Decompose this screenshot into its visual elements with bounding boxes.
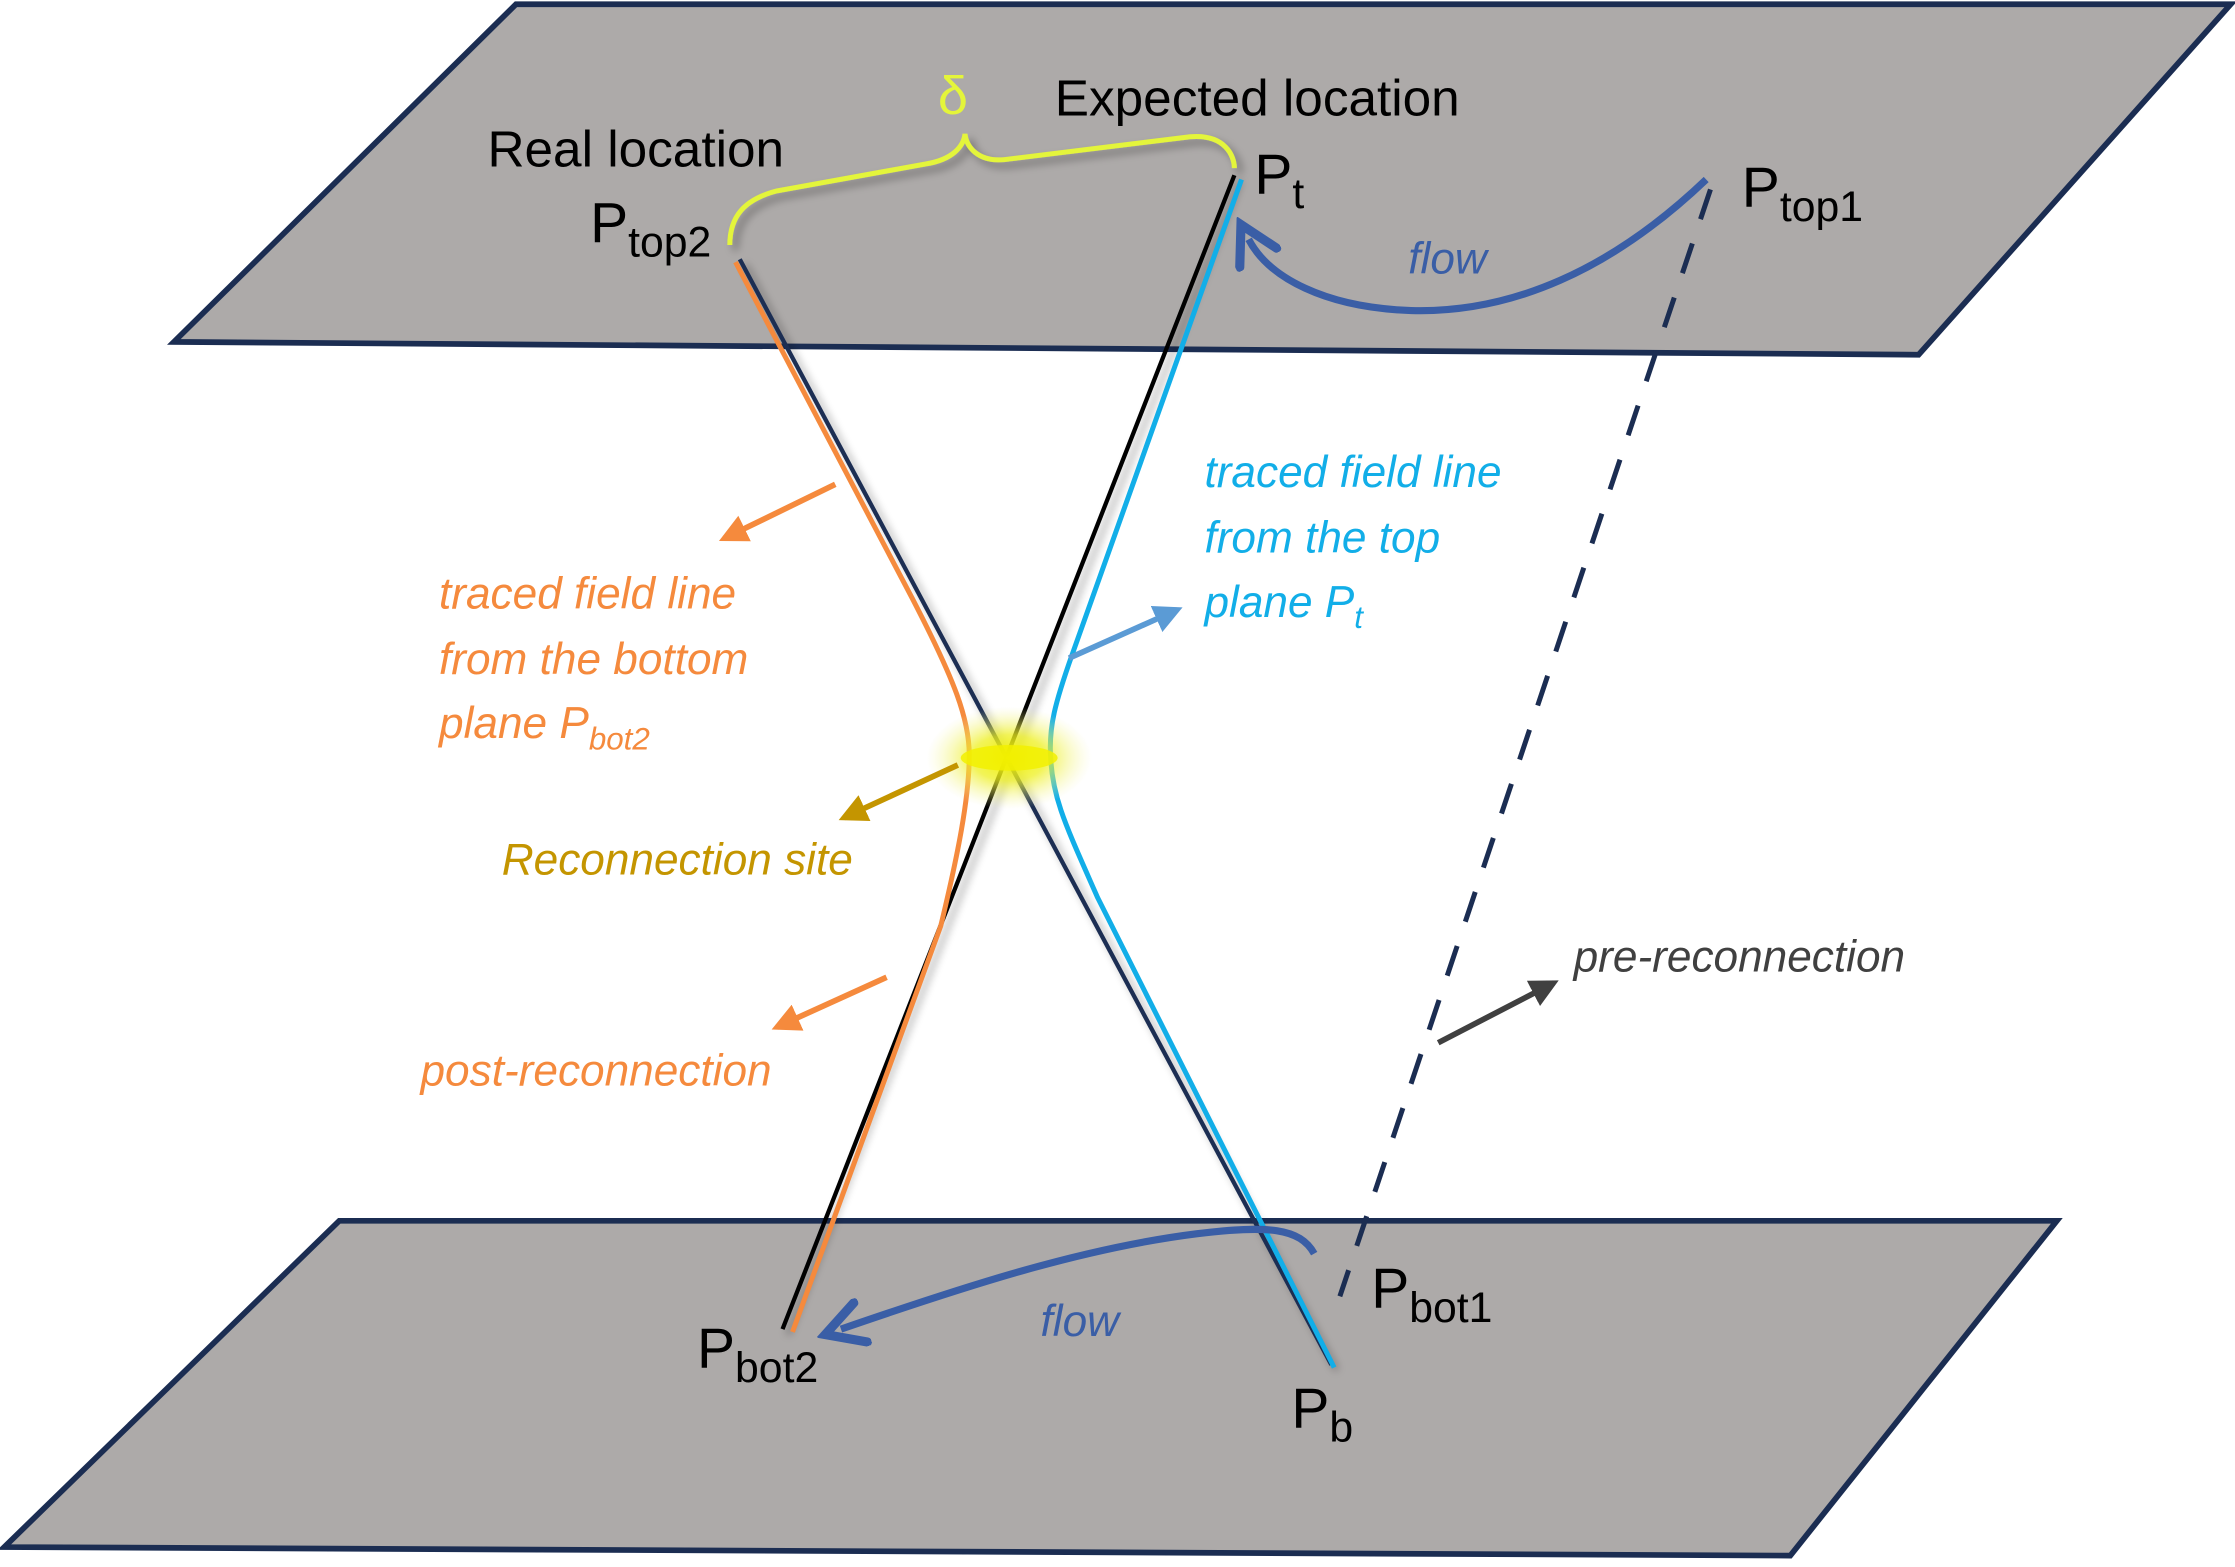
ptop1-label: Ptop1 — [1742, 156, 1863, 231]
reconnection-site-label: Reconnection site — [502, 836, 853, 885]
pb-label: Pb — [1291, 1376, 1353, 1451]
bottom-plane — [0, 1217, 2063, 1559]
reconnection-site-core — [960, 745, 1058, 771]
ptop2-label: Ptop2 — [590, 191, 711, 266]
flow-arrow-top — [1249, 176, 1709, 315]
delta-brace — [727, 133, 1237, 246]
pt-label: Pt — [1254, 143, 1304, 218]
flow-arrow-bottom — [841, 1225, 1318, 1329]
flow-label-bottom: flow — [1041, 1297, 1123, 1346]
real-location-label: Real location — [487, 121, 784, 178]
arrow-post-reconnection — [771, 974, 888, 1031]
field-line-top2-to-pb — [737, 258, 1334, 1366]
arrow-reconnection-site — [838, 762, 960, 822]
pbot1-label: Pbot1 — [1371, 1257, 1492, 1332]
pre-reconnection-label: pre-reconnection — [1572, 933, 1905, 982]
delta-label: δ — [938, 66, 968, 126]
arrow-pre-reconnection — [1436, 980, 1559, 1046]
traced-top-label: traced field line from the top plane Pt — [1202, 448, 1513, 635]
traced-field-line-top — [1047, 178, 1337, 1369]
arrow-traced-bottom — [718, 481, 837, 542]
traced-field-line-bottom — [733, 260, 972, 1333]
pre-reconnection-line — [1337, 188, 1713, 1298]
arrow-traced-top — [1067, 606, 1183, 661]
expected-location-label: Expected location — [1055, 69, 1460, 126]
top-plane — [167, 1, 2235, 358]
post-reconnection-label: post-reconnection — [418, 1047, 771, 1096]
traced-bottom-label: traced field line from the bottom plane … — [437, 569, 761, 756]
flow-label-top: flow — [1408, 235, 1490, 284]
pbot2-label: Pbot2 — [697, 1317, 818, 1392]
